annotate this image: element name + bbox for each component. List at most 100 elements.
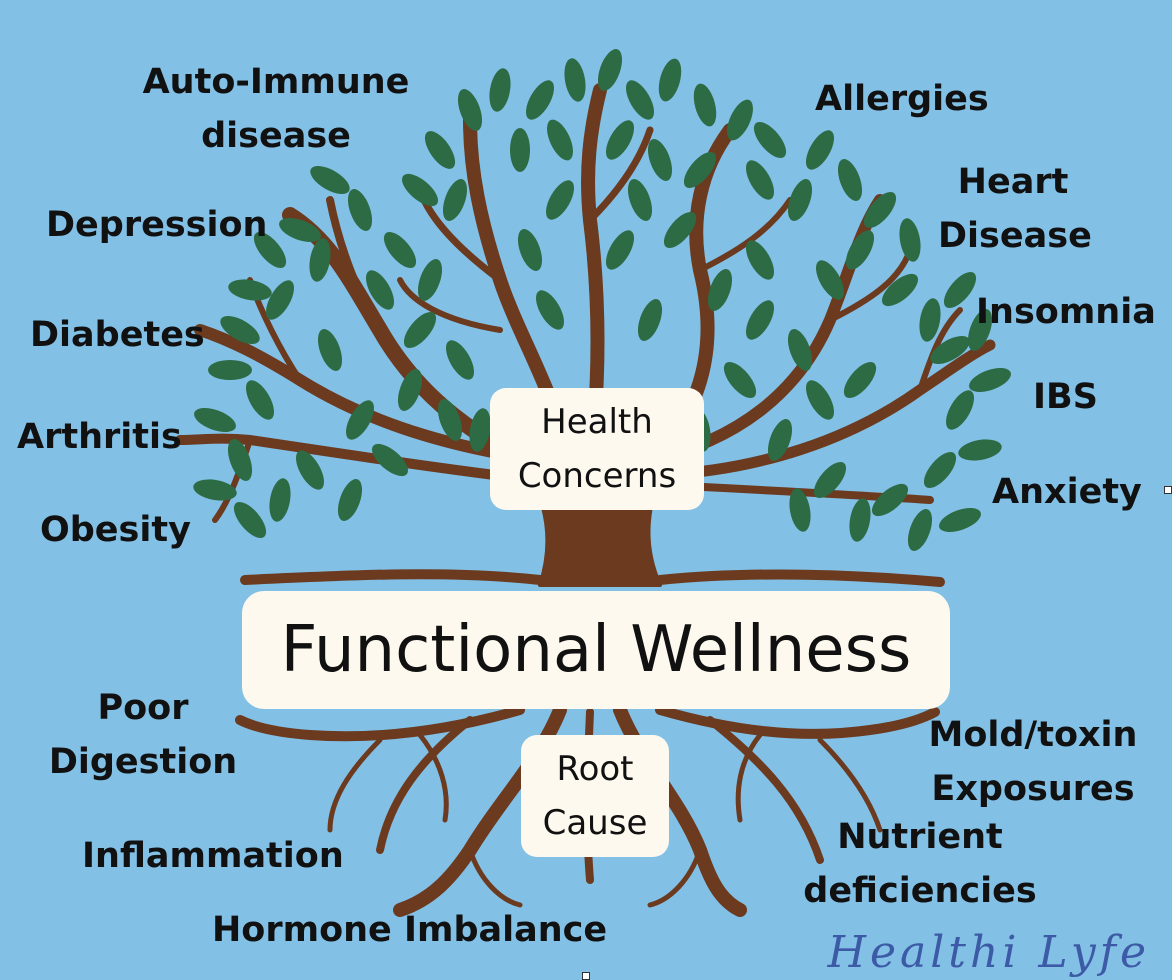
leaf <box>401 173 439 207</box>
functional-wellness-title: Functional Wellness <box>242 591 950 709</box>
health-concerns-box: Health Concerns <box>490 388 704 510</box>
leaf <box>806 130 834 170</box>
cause-inflammation: Inflammation <box>82 836 344 876</box>
leaf <box>683 151 717 189</box>
leaf <box>787 179 813 221</box>
leaf <box>510 128 530 172</box>
leaf <box>907 509 933 551</box>
leaf <box>626 80 654 120</box>
concern-depression: Depression <box>46 205 268 245</box>
leaf <box>346 400 374 440</box>
leaf <box>863 191 897 229</box>
leaf <box>442 179 468 221</box>
leaf <box>816 260 844 300</box>
leaf <box>969 367 1011 393</box>
leaf <box>233 501 267 539</box>
leaf <box>849 498 871 542</box>
leaf <box>597 49 623 91</box>
leaf <box>723 361 757 399</box>
leaf <box>547 119 573 161</box>
concern-ibs: IBS <box>1033 377 1098 417</box>
leaf <box>813 461 847 499</box>
leaf <box>457 89 483 131</box>
leaf <box>899 218 921 262</box>
leaf <box>753 121 787 159</box>
leaf <box>489 68 511 112</box>
leaf <box>746 160 774 200</box>
leaf <box>526 80 554 120</box>
concern-heart-disease: Heart Disease <box>938 162 1092 256</box>
leaf <box>958 439 1002 461</box>
leaf <box>397 369 423 411</box>
selection-handle <box>1164 486 1172 494</box>
brand-logo: Healthi Lyfe <box>827 927 1150 978</box>
leaf <box>939 507 981 533</box>
leaf <box>347 189 373 231</box>
leaf <box>946 390 974 430</box>
concern-allergies: Allergies <box>815 79 989 119</box>
leaf <box>881 273 919 307</box>
tree-roots <box>235 703 940 917</box>
leaf <box>296 450 324 490</box>
leaf <box>919 298 941 342</box>
leaf <box>663 211 697 249</box>
cause-poor-digestion: Poor Digestion <box>48 688 238 782</box>
concern-diabetes: Diabetes <box>30 315 205 355</box>
leaf <box>246 380 274 420</box>
leaf <box>228 279 272 301</box>
leaf <box>943 271 977 309</box>
leaf <box>317 329 343 371</box>
leaf <box>846 230 874 270</box>
leaf <box>279 217 321 243</box>
leaf <box>469 408 491 452</box>
leaf <box>806 380 834 420</box>
root-cause-box: Root Cause <box>521 735 669 857</box>
leaf <box>787 329 813 371</box>
leaf <box>837 159 863 201</box>
leaf <box>923 451 957 489</box>
leaf <box>208 360 252 380</box>
leaf <box>843 361 877 399</box>
leaf <box>366 270 394 310</box>
leaf <box>227 439 253 481</box>
leaf <box>446 340 474 380</box>
concern-obesity: Obesity <box>40 510 191 550</box>
leaf <box>606 120 634 160</box>
leaf <box>403 311 437 349</box>
leaf <box>627 179 653 221</box>
leaf <box>193 479 237 501</box>
leaf <box>417 259 443 301</box>
leaf <box>517 229 543 271</box>
concern-anxiety: Anxiety <box>992 472 1142 512</box>
leaf <box>437 399 463 441</box>
leaf <box>746 240 774 280</box>
selection-handle <box>582 972 590 980</box>
leaf <box>606 230 634 270</box>
concern-arthritis: Arthritis <box>17 417 182 457</box>
cause-nutrient-deficiencies: Nutrient deficiencies <box>803 817 1037 911</box>
leaf <box>693 83 717 127</box>
concern-autoimmune: Auto-Immune disease <box>142 62 410 156</box>
leaf <box>194 407 236 433</box>
leaf <box>371 443 409 477</box>
leaf <box>967 309 993 351</box>
leaf <box>930 336 970 364</box>
concern-insomnia: Insomnia <box>976 292 1156 332</box>
cause-hormone-imbalance: Hormone Imbalance <box>212 910 608 950</box>
leaf <box>564 58 586 102</box>
leaf <box>269 478 291 522</box>
leaf <box>310 166 350 194</box>
tree-leaves <box>193 49 1011 551</box>
leaf <box>871 483 909 517</box>
leaf <box>309 238 331 282</box>
leaf <box>647 139 673 181</box>
leaf <box>266 280 294 320</box>
leaf <box>536 290 564 330</box>
leaf <box>658 58 682 102</box>
leaf <box>337 479 363 521</box>
leaf <box>253 231 287 269</box>
leaf <box>546 180 574 220</box>
leaf <box>707 269 733 311</box>
leaf <box>424 131 456 169</box>
